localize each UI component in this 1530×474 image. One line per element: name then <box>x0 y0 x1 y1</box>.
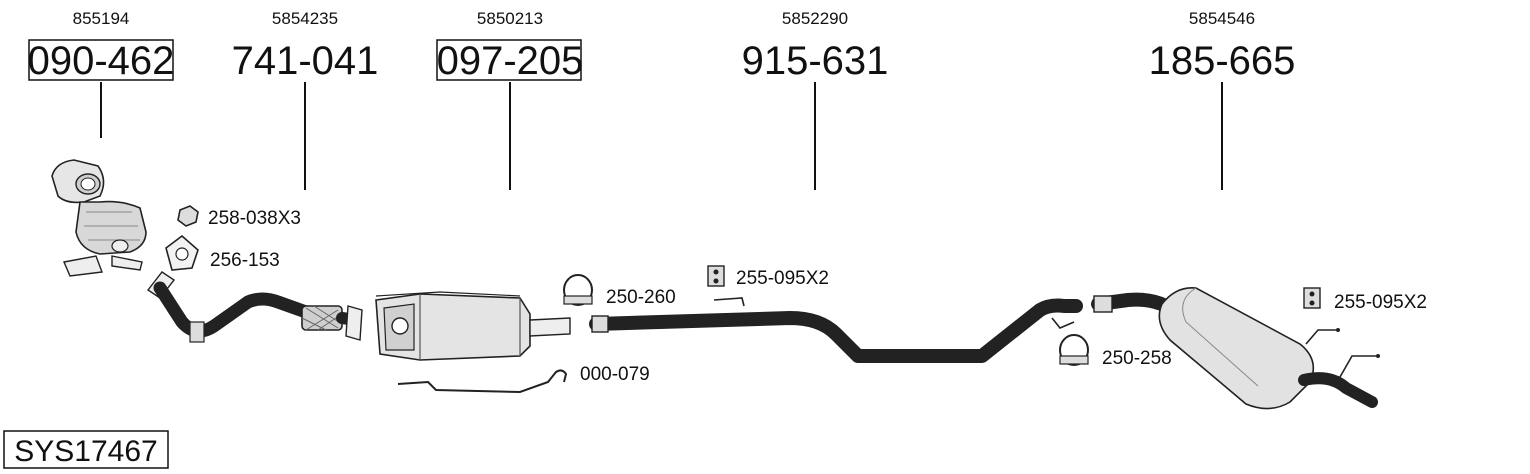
accessory-label: 255-095X2 <box>1334 292 1427 313</box>
part-number: 090-462 <box>28 39 175 83</box>
part-741-041[interactable]: 5854235 741-041 <box>232 9 379 190</box>
accessory-label: 250-258 <box>1102 348 1172 369</box>
oem-number: 5854546 <box>1189 9 1255 28</box>
part-number-box <box>28 39 174 81</box>
particulate-filter-drawing[interactable] <box>375 291 571 361</box>
part-number-box <box>436 39 582 81</box>
part-number: 741-041 <box>232 39 379 83</box>
rubber-mount-icon <box>707 265 725 287</box>
sensor-icon <box>397 369 568 394</box>
accessory-250-258[interactable]: 250-258 <box>1059 334 1172 369</box>
part-number: 185-665 <box>1149 39 1296 83</box>
front-pipe-drawing[interactable] <box>146 271 363 343</box>
accessory-256-153[interactable]: 256-153 <box>165 234 280 271</box>
accessory-label: 256-153 <box>210 250 280 271</box>
oem-number: 5854235 <box>272 9 338 28</box>
accessory-label: 250-260 <box>606 287 676 308</box>
accessory-258-038x3[interactable]: 258-038X3 <box>177 205 301 229</box>
clamp-icon <box>563 274 593 306</box>
system-id-box <box>3 430 169 469</box>
part-915-631[interactable]: 5852290 915-631 <box>742 9 889 190</box>
rear-silencer-drawing[interactable] <box>1091 287 1380 410</box>
clamp-icon <box>1059 334 1089 366</box>
accessory-255-095x2-rear[interactable]: 255-095X2 <box>1303 287 1427 313</box>
accessory-label: 255-095X2 <box>736 268 829 289</box>
accessory-label: 258-038X3 <box>208 208 301 229</box>
nut-icon <box>177 205 199 227</box>
part-090-462[interactable]: 855194 090-462 <box>28 9 175 138</box>
part-number: 097-205 <box>437 39 584 83</box>
middle-pipe-drawing[interactable] <box>589 297 1083 363</box>
oem-number: 5852290 <box>782 9 848 28</box>
part-number: 915-631 <box>742 39 889 83</box>
accessory-250-260[interactable]: 250-260 <box>563 274 676 308</box>
part-097-205[interactable]: 5850213 097-205 <box>436 9 584 190</box>
accessory-255-095x2-center[interactable]: 255-095X2 <box>707 265 829 289</box>
catalytic-converter-drawing[interactable] <box>51 159 147 277</box>
system-id-label: SYS17467 <box>14 435 157 468</box>
oem-number: 5850213 <box>477 9 543 28</box>
system-id: SYS17467 <box>3 430 169 469</box>
accessory-000-079[interactable]: 000-079 <box>397 364 650 394</box>
accessory-label: 000-079 <box>580 364 650 385</box>
oem-number: 855194 <box>73 9 130 28</box>
part-185-665[interactable]: 5854546 185-665 <box>1149 9 1296 190</box>
gasket-icon <box>165 234 199 271</box>
rubber-mount-icon <box>1303 287 1321 309</box>
